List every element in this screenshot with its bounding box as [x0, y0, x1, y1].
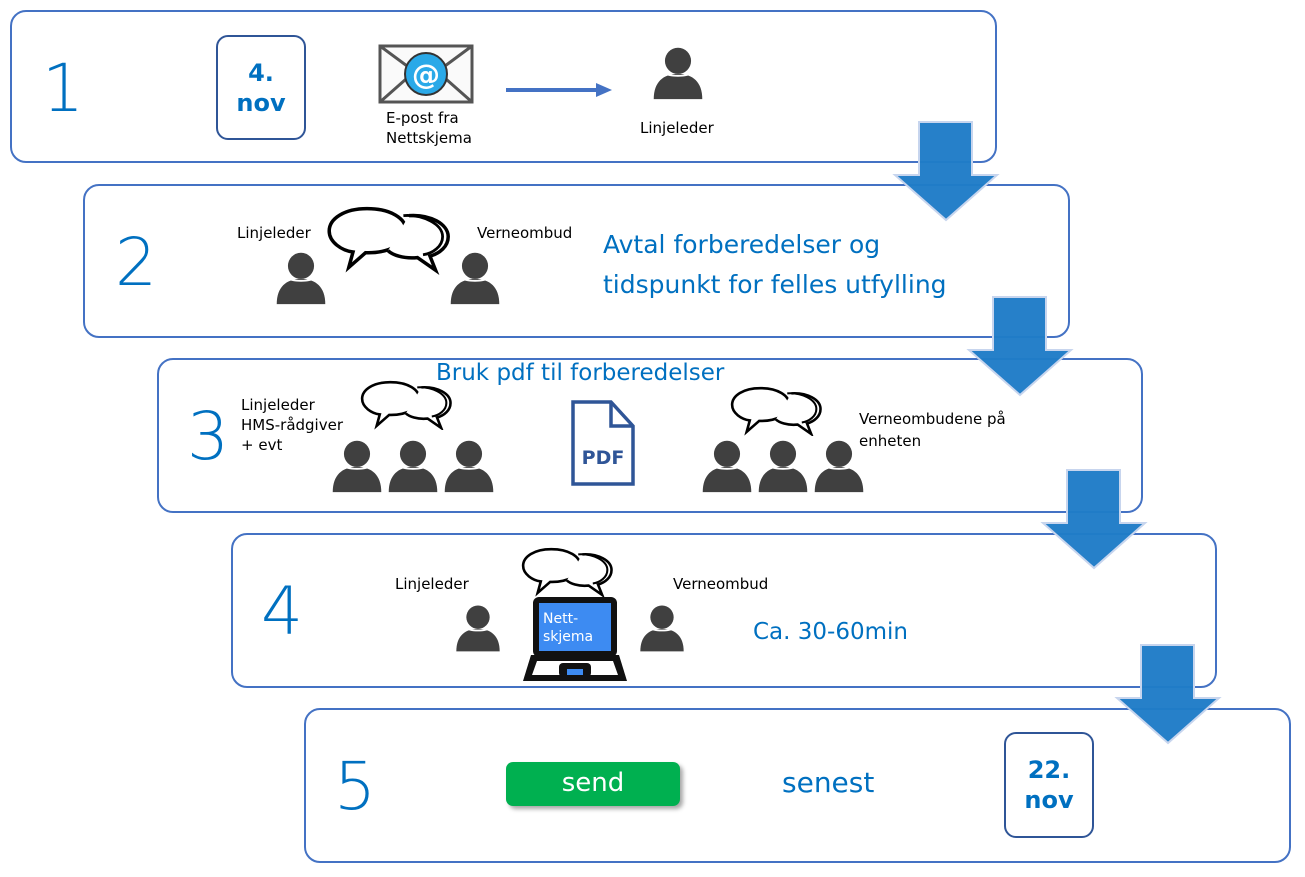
speech-bubbles-icon: [488, 545, 656, 597]
right-group-line1: Verneombudene på: [859, 410, 1006, 428]
person-icon: [453, 599, 503, 657]
step-3-title: Bruk pdf til forberedelser: [436, 360, 725, 386]
people-group-icon: [699, 432, 867, 500]
step-2-instruction-line2: tidspunkt for felles utfylling: [603, 270, 947, 299]
recipient-label: Linjeleder: [640, 119, 714, 137]
person-icon: [699, 432, 755, 500]
deadline-date-badge: 22. nov: [1004, 732, 1094, 838]
step-number: 4: [261, 573, 303, 650]
start-date-month: nov: [236, 88, 286, 117]
step-number: 2: [115, 224, 157, 301]
speech-bubbles-icon: [359, 378, 463, 430]
left-group-line3: + evt: [241, 436, 283, 454]
person-icon: [273, 248, 329, 308]
step-1-box: 1 4. nov @ E-post fra Nettskjema Linjele…: [10, 10, 997, 163]
duration-text: Ca. 30-60min: [753, 619, 908, 645]
left-group-line2: HMS-rådgiver: [241, 416, 343, 434]
step-4-box: 4 Linjeleder Nett- skjema Verneombud Ca.…: [231, 533, 1217, 688]
step-2-box: 2 Linjeleder Verneombud Avtal forberedel…: [83, 184, 1070, 338]
person-icon: [637, 599, 687, 657]
person-icon: [329, 432, 385, 500]
person-icon: [441, 432, 497, 500]
step-number: 1: [42, 50, 84, 127]
step-3-box: 3 Bruk pdf til forberedelser Linjeleder …: [157, 358, 1143, 513]
right-arrow-icon: [506, 83, 612, 97]
pdf-label: PDF: [582, 447, 625, 469]
deadline-date-day: 22.: [1027, 756, 1071, 784]
left-person-label: Linjeleder: [395, 575, 469, 593]
svg-text:@: @: [412, 58, 440, 91]
person-icon: [385, 432, 441, 500]
left-person-label: Linjeleder: [237, 224, 311, 242]
laptop-screen-line1: Nett-: [543, 611, 578, 627]
speech-bubbles-icon: [729, 384, 833, 436]
start-date-badge: 4. nov: [216, 35, 306, 140]
deadline-date-month: nov: [1024, 786, 1074, 814]
step-2-instruction-line1: Avtal forberedelser og: [603, 230, 881, 259]
laptop-screen-line2: skjema: [543, 629, 593, 645]
person-icon: [447, 248, 503, 308]
speech-bubbles-icon: [325, 198, 465, 278]
person-icon: [650, 44, 706, 102]
send-button[interactable]: send: [506, 762, 680, 806]
right-group-line2: enheten: [859, 432, 922, 450]
email-at-icon: @: [378, 44, 474, 104]
right-person-label: Verneombud: [673, 575, 769, 593]
step-number: 3: [187, 398, 229, 475]
left-group-line1: Linjeleder: [241, 396, 315, 414]
deadline-label: senest: [782, 766, 875, 799]
step-number: 5: [334, 748, 376, 825]
right-person-label: Verneombud: [477, 224, 573, 242]
email-label-line2: Nettskjema: [386, 129, 472, 147]
person-icon: [755, 432, 811, 500]
pdf-file-icon: PDF: [571, 400, 635, 486]
people-group-icon: [329, 432, 497, 500]
email-label-line1: E-post fra: [386, 109, 459, 127]
start-date-day: 4.: [248, 58, 274, 87]
step-5-box: 5 send senest 22. nov: [304, 708, 1291, 863]
laptop-icon: Nett- skjema: [523, 597, 627, 681]
